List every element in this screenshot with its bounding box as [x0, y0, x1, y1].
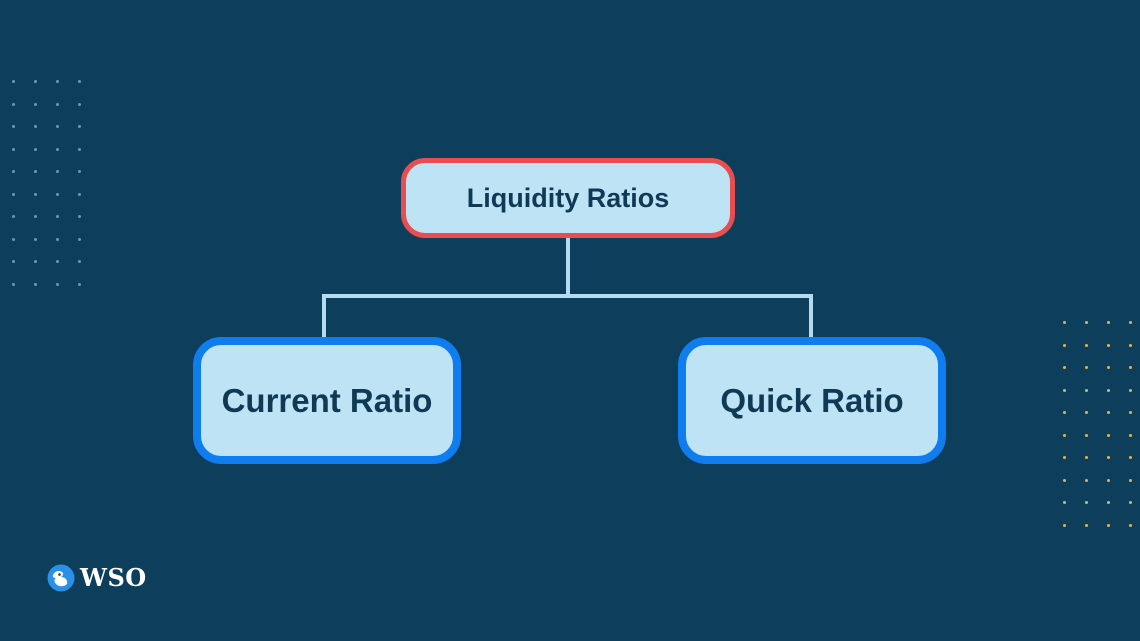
root-node-liquidity-ratios: Liquidity Ratios [401, 158, 735, 238]
wso-logo-icon [47, 564, 75, 592]
decorative-dot-grid-left [12, 80, 81, 286]
child-node-current-ratio: Current Ratio [193, 337, 461, 464]
child-node-label: Current Ratio [221, 381, 433, 419]
wso-logo: WSO [46, 563, 147, 593]
brand-name: WSO [80, 563, 147, 592]
root-node-label: Liquidity Ratios [466, 182, 670, 213]
decorative-dot-grid-right [1063, 321, 1132, 527]
child-node-label: Quick Ratio [720, 381, 904, 419]
child-node-quick-ratio: Quick Ratio [678, 337, 946, 464]
